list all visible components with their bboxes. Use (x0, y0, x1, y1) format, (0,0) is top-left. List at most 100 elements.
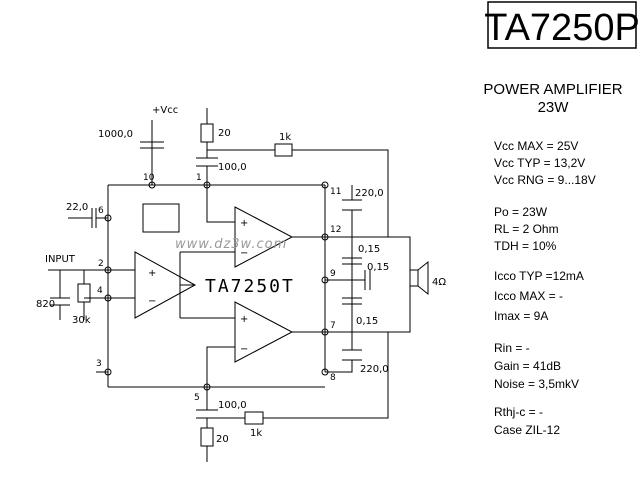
amp1-inp (206, 185, 235, 223)
spec-icco-typ: Icco TYP =12mA (494, 269, 584, 283)
pin-numbers: 10 1 11 6 12 2 4 9 7 3 8 5 (96, 173, 341, 403)
r20-bot-symbol (200, 427, 214, 447)
pin-label-11: 11 (330, 187, 341, 197)
spec-vcc-rng: Vcc RNG = 9...18V (494, 173, 596, 187)
pin-2-node (104, 266, 112, 274)
spec-vcc-typ: Vcc TYP = 13,2V (494, 156, 585, 170)
speaker-label: 4Ω (432, 277, 446, 288)
pin-10-node (148, 181, 156, 189)
components: + − + − + − (50, 123, 429, 447)
r20-top-label: 20 (218, 128, 231, 139)
spec-imax: Imax = 9A (494, 309, 548, 323)
watermark: www.dz3w.com (175, 237, 287, 252)
c22-label: 22,0 (66, 202, 88, 213)
out-lower-wire (325, 286, 411, 333)
amp2-plus: + (240, 314, 248, 325)
pin-9-node (321, 276, 329, 284)
speaker-cone (417, 260, 429, 296)
amp2-inn (206, 346, 235, 387)
vcc-label: +Vcc (152, 105, 178, 116)
c015-b-label: 0,15 (356, 316, 378, 327)
input-label: INPUT (45, 254, 76, 265)
c220-top-symbol (342, 199, 362, 211)
c1000-symbol (140, 141, 164, 149)
pin-8-node (321, 368, 329, 376)
pin-12-node (321, 233, 329, 241)
pin-1-node (203, 181, 211, 189)
r20-bot-label: 20 (216, 434, 229, 445)
spec-rl: RL = 2 Ohm (494, 222, 559, 236)
spec-gain: Gain = 41dB (494, 359, 561, 373)
spec-noise: Noise = 3,5mkV (494, 377, 579, 391)
c220-bot-leads (325, 332, 353, 373)
pin-label-1: 1 (196, 173, 202, 183)
r1k-top-symbol (274, 143, 293, 157)
c015-a-symbol (342, 257, 362, 265)
r30k-symbol (77, 283, 91, 303)
r1k-top-wire-b (292, 149, 389, 237)
title-box (487, 1, 637, 49)
pin-label-8: 8 (330, 373, 336, 383)
component-labels: +Vcc INPUT 1000,0 22,0 100,0 100,0 220,0… (36, 105, 446, 445)
c015-c-symbol (364, 270, 371, 290)
out-upper-wire (325, 236, 411, 270)
c820-label: 820 (36, 299, 55, 310)
bias-block (142, 203, 180, 233)
pin-4-node (104, 294, 112, 302)
r1k-top-label: 1k (279, 132, 291, 143)
r1k-bot-label: 1k (250, 428, 262, 439)
pin-label-5: 5 (194, 393, 200, 403)
c015-a-label: 0,15 (358, 244, 380, 255)
preamp-inputs (108, 269, 135, 299)
c100-bot-symbol (196, 409, 218, 419)
pin-label-3: 3 (96, 359, 102, 369)
spec-rthj: Rthj-c = - (494, 405, 543, 419)
c100-top-symbol (196, 157, 218, 167)
c015-b-symbol (342, 297, 362, 305)
spec-tdh: TDH = 10% (494, 239, 557, 253)
preamp-triangle (134, 251, 197, 319)
r30k-label: 30k (72, 315, 91, 326)
pin-label-10: 10 (143, 173, 155, 183)
pin-label-4: 4 (97, 286, 103, 296)
poweramp-lower-triangle (234, 301, 294, 363)
part-number-title: TA7250P (484, 7, 640, 49)
c220-top-label: 220,0 (355, 188, 384, 199)
pin-label-2: 2 (98, 259, 104, 269)
pin-5-node (203, 383, 211, 391)
c820-symbol (50, 297, 70, 306)
spec-vcc-max: Vcc MAX = 25V (494, 139, 578, 153)
preamp-plus: + (148, 268, 156, 279)
spec-po: Po = 23W (494, 205, 548, 219)
speaker-symbol (409, 269, 419, 287)
pin-label-7: 7 (330, 321, 336, 331)
c22-symbol (91, 208, 97, 228)
poweramp-upper-triangle (234, 206, 294, 268)
pin-3-node (104, 368, 112, 376)
pin-11-node (321, 181, 329, 189)
r1k-bot-wire-b (263, 332, 389, 419)
c1000-label: 1000,0 (98, 129, 133, 140)
preamp-out (179, 252, 195, 318)
amp1-minus: − (240, 248, 248, 259)
spec-list: Vcc MAX = 25V Vcc TYP = 13,2V Vcc RNG = … (494, 139, 596, 437)
c100-top-label: 100,0 (218, 162, 247, 173)
c100-bot-label: 100,0 (218, 400, 247, 411)
preamp-minus: − (148, 296, 156, 307)
pin-7-node (321, 328, 329, 336)
r20-top-symbol (200, 123, 214, 143)
pin-label-9: 9 (330, 269, 336, 279)
c015-c-label: 0,15 (367, 262, 389, 273)
description-line2: 23W (538, 99, 570, 116)
spec-icco-max: Icco MAX = - (494, 289, 563, 303)
pin-6-node (104, 214, 112, 222)
spec-case: Case ZIL-12 (494, 423, 560, 437)
description-line1: POWER AMPLIFIER (483, 81, 622, 98)
wiring (48, 108, 411, 462)
pin-label-6: 6 (98, 206, 104, 216)
pin-label-12: 12 (330, 225, 341, 235)
amp2-minus: − (240, 344, 248, 355)
amp1-plus: + (240, 218, 248, 229)
